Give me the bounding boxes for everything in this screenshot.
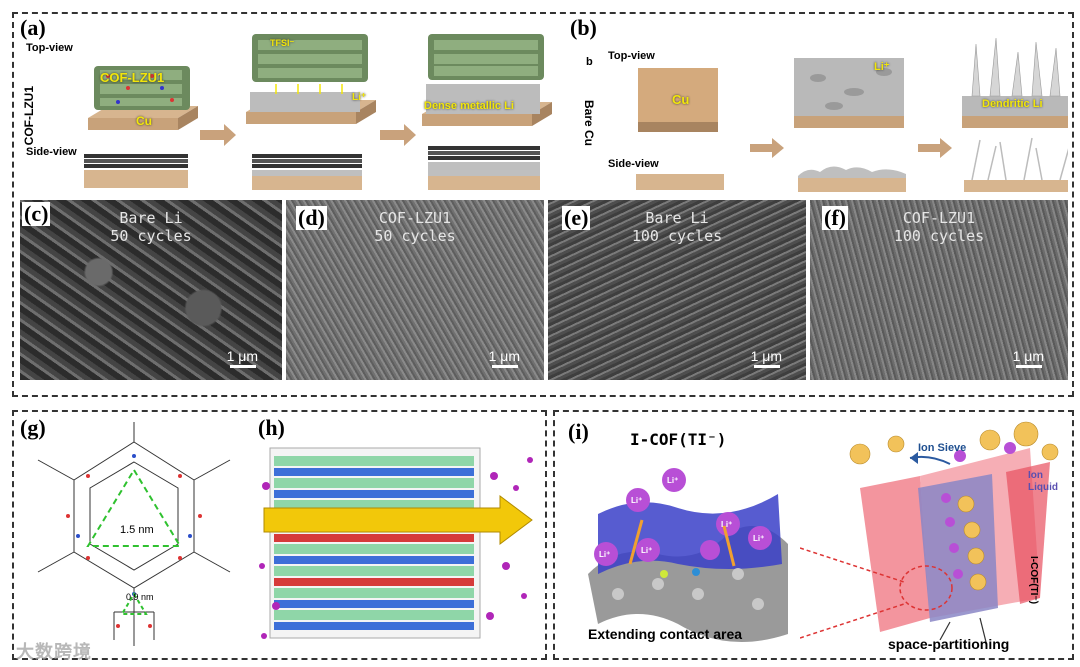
panel-a-tfsi-label: TFSI⁻	[270, 38, 295, 48]
stage1-top	[88, 66, 198, 130]
panel-a-side-view: Side-view	[26, 146, 77, 158]
svg-text:Li⁺: Li⁺	[599, 550, 610, 559]
watermark: 大数跨境	[16, 642, 92, 663]
panel-b-cu-label: Cu	[672, 92, 690, 107]
panel-f-letter: (f)	[822, 205, 848, 230]
stage2-top	[246, 34, 376, 124]
arrow-b1	[750, 138, 784, 158]
panel-b-sub-letter: b	[586, 56, 593, 68]
transport-arrow	[263, 495, 533, 545]
pore-large-label: 1.5 nm	[120, 524, 154, 536]
panel-a-illustration	[84, 34, 552, 190]
arrow-a2	[380, 124, 416, 146]
panel-b-illustration	[636, 37, 1068, 192]
ion-sieve-label: Ion Sieve	[918, 442, 967, 454]
svg-text:Li⁺: Li⁺	[753, 534, 764, 543]
svg-text:Li⁺: Li⁺	[631, 496, 642, 505]
arrow-b2	[918, 138, 952, 158]
cof-stack-illustration	[259, 447, 533, 639]
pore-triangle-large	[86, 468, 182, 547]
bottom-right-frame	[553, 410, 1074, 660]
panel-h-letter: (h)	[256, 415, 287, 440]
sem-panel-c: (c) Bare Li 50 cycles 1 μm	[20, 200, 282, 380]
panel-e-line1: Bare Li	[645, 209, 709, 227]
panel-h: (h)	[254, 416, 542, 656]
panel-e-line2: 100 cycles	[631, 227, 723, 245]
panel-d-line1: COF-LZU1	[378, 209, 452, 227]
panel-b-dendritic-label: Dendritic Li	[982, 98, 1043, 110]
panel-d-letter: (d)	[296, 205, 327, 230]
panel-e-letter: (e)	[562, 205, 591, 230]
panel-a-cu-label: Cu	[136, 114, 152, 128]
panel-b-li-label: Li⁺	[874, 61, 890, 73]
panel-a-top-view: Top-view	[26, 42, 73, 54]
panel-b-top-view: Top-view	[608, 50, 655, 62]
panel-f-scale-bar	[1016, 365, 1042, 368]
cof-structure-diagram	[37, 422, 231, 646]
caption-space-partitioning: space-partitioning	[888, 636, 1010, 652]
panel-f-line2: 100 cycles	[893, 227, 985, 245]
svg-text:Li⁺: Li⁺	[667, 476, 678, 485]
panel-i: (i) I-COF(TI⁻) Li⁺ Li⁺ Li⁺ Li⁺ Li⁺ Li⁺ Exte…	[558, 414, 1070, 658]
panel-a-letter: (a)	[18, 15, 48, 40]
panel-g-letter: (g)	[18, 415, 48, 440]
panel-e-scale-label: 1 μm	[750, 348, 782, 364]
panel-a-dense-label: Dense metallic Li	[424, 100, 514, 112]
svg-text:Li⁺: Li⁺	[721, 520, 732, 529]
panel-c-letter: (c)	[22, 201, 51, 226]
arrow-a1	[200, 124, 236, 146]
i-cof-side-label: I-COF(TI⁻)	[1028, 556, 1039, 605]
panel-f-line1: COF-LZU1	[902, 209, 976, 227]
panel-b-side-label: Bare Cu	[582, 100, 596, 147]
sem-panel-f: (f) COF-LZU1 100 cycles 1 μm	[810, 200, 1068, 380]
panel-i-letter: (i)	[566, 419, 591, 444]
stage1-side	[84, 154, 188, 188]
pore-small-label: 0.9 nm	[126, 592, 154, 602]
svg-text:Li⁺: Li⁺	[641, 546, 652, 555]
panel-c-scale-label: 1 μm	[226, 348, 258, 364]
stage2-side	[252, 154, 362, 190]
panel-c-scale-bar	[230, 365, 256, 368]
ion-liquid-label: Ion Liquid	[1028, 470, 1058, 493]
pore-triangle-small	[120, 592, 148, 615]
panel-i-title: I-COF(TI⁻)	[630, 430, 727, 449]
bottom-left-frame	[12, 410, 547, 660]
stage3-top	[422, 34, 552, 126]
panel-d-scale-label: 1 μm	[488, 348, 520, 364]
sem-panel-e: (e) Bare Li 100 cycles 1 μm	[548, 200, 806, 380]
stage3-side	[428, 146, 540, 190]
panel-a-cof-label: COF-LZU1	[100, 70, 165, 85]
panel-e-scale-bar	[754, 365, 780, 368]
panel-g: (g) 1.5 nm 0.9 nm	[18, 416, 250, 656]
panel-b-side-view: Side-view	[608, 158, 659, 170]
panel-c-line1: Bare Li	[119, 209, 183, 227]
contact-area-illustration: Li⁺ Li⁺ Li⁺ Li⁺ Li⁺ Li⁺	[588, 468, 788, 642]
panel-a-li-label: Li⁺	[352, 92, 367, 103]
panel-b-letter: (b)	[568, 15, 599, 40]
panel-b: (b) b Top-view Side-view Bare Cu	[568, 15, 1068, 198]
panel-f-scale-label: 1 μm	[1012, 348, 1044, 364]
top-frame	[12, 12, 1074, 397]
caption-extending-contact: Extending contact area	[588, 626, 743, 642]
panel-d-line2: 50 cycles	[374, 227, 456, 245]
panel-d-scale-bar	[492, 365, 518, 368]
panel-a: (a) Top-view Side-view COF-LZU1	[18, 15, 568, 198]
space-partitioning-illustration	[800, 421, 1059, 643]
panel-c-line2: 50 cycles	[110, 227, 192, 245]
sem-panel-d: (d) COF-LZU1 50 cycles 1 μm	[286, 200, 544, 380]
